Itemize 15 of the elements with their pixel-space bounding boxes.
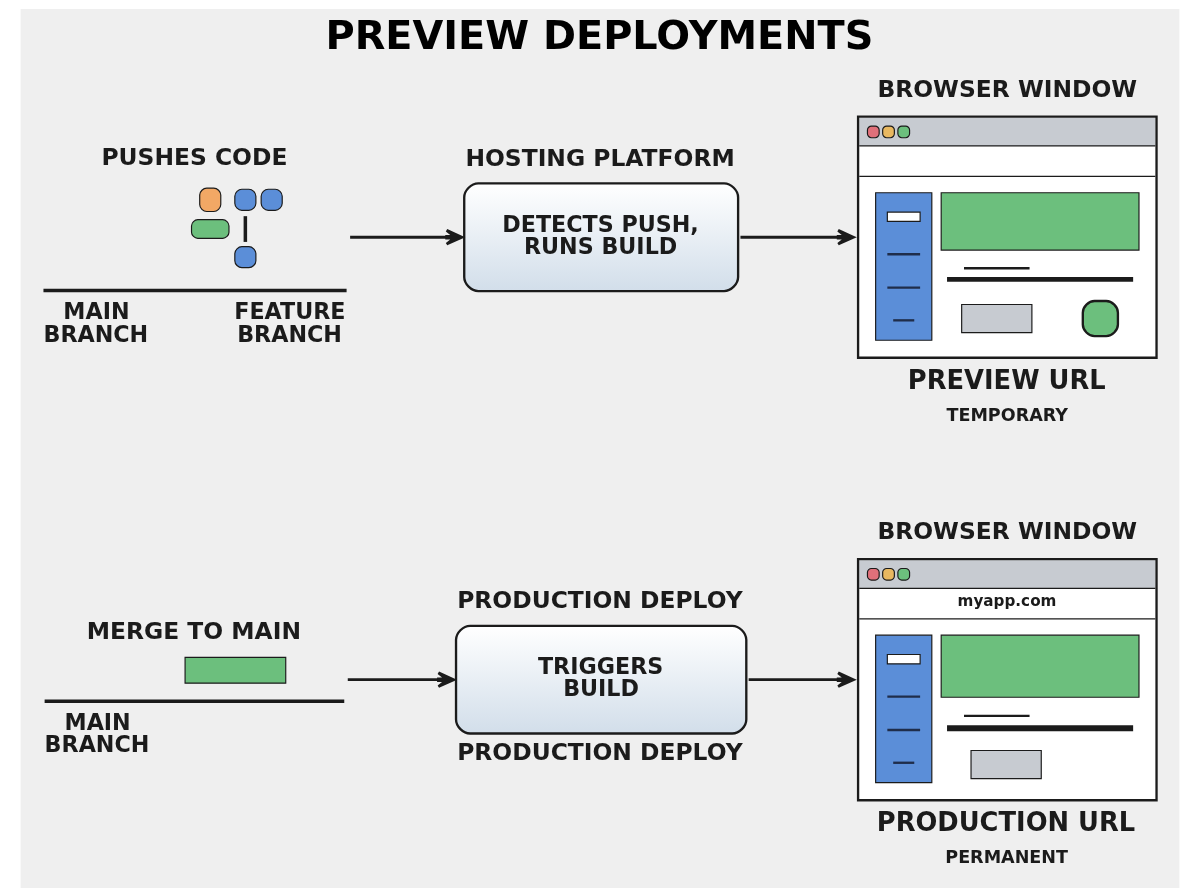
node-label: PRODUCTION URL <box>876 806 1136 837</box>
node-label: BROWSER WINDOW <box>877 516 1138 545</box>
node-label: FEATURE BRANCH <box>234 297 346 347</box>
node-label: HOSTING PLATFORM <box>465 143 735 172</box>
node-label: MAIN BRANCH <box>43 297 149 347</box>
node-label: PRODUCTION DEPLOY <box>457 737 743 766</box>
diagram-title: PREVIEW DEPLOYMENTS <box>325 11 874 58</box>
node-label: MERGE TO MAIN <box>86 616 301 645</box>
node-label: MAIN BRANCH <box>44 708 150 757</box>
node-label: PUSHES CODE <box>101 142 288 171</box>
node-label: BROWSER WINDOW <box>877 74 1138 103</box>
node-label: PREVIEW URL <box>907 364 1106 395</box>
node-label: TEMPORARY <box>946 404 1068 425</box>
node-label: PERMANENT <box>945 846 1069 867</box>
node-label: PRODUCTION DEPLOY <box>457 585 743 614</box>
